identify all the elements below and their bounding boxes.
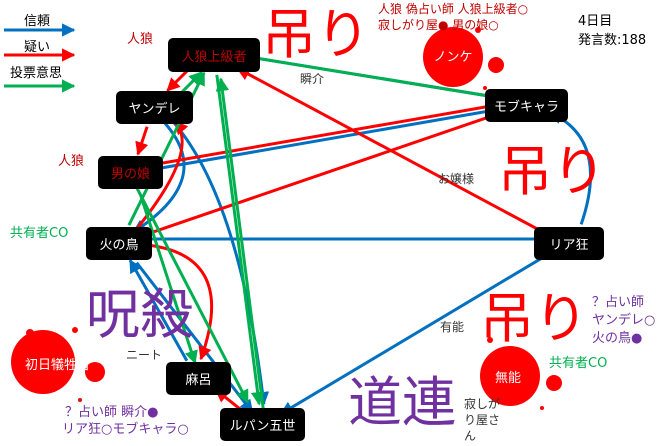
- post-count: 発言数:188: [578, 33, 647, 48]
- node-munou[interactable]: 無能: [494, 370, 521, 386]
- doubt-arrow-mob-to-otokonoko: [146, 102, 501, 171]
- vote-arrow-otokonoko-to-maro: [139, 195, 198, 365]
- trust-arrow-hinotori-to-lupin: [135, 261, 254, 414]
- curse-stamp: 呪殺: [86, 283, 194, 346]
- node-maro[interactable]: 麻呂: [166, 362, 231, 395]
- bottom-left-note-line-1: ？占い師 瞬介●: [65, 405, 159, 420]
- vote-arrow-mob-to-jinro_joukyu: [230, 49, 501, 100]
- top-note: 人狼 偽占い師 人狼上級者○ 寂しがり屋● 男の娘○: [378, 1, 528, 33]
- hang-stamp-2: 吊り: [498, 140, 606, 203]
- node-shonichi[interactable]: 初日犠牲者: [24, 357, 90, 373]
- vote-arrow-lupin-to-jinro_joukyu: [215, 77, 265, 409]
- right-note-line-3: 火の鳥●: [592, 331, 643, 346]
- legend-arrows: [4, 23, 76, 93]
- node-jinro-joukyu[interactable]: 人狼上級者: [168, 38, 260, 72]
- trust-arrow-yandere-to-hinotori: [132, 122, 186, 234]
- trust-arrow-maro-to-hinotori: [128, 259, 189, 362]
- hang-stamp-3: 吊り: [480, 287, 588, 350]
- legend-doubt-label: 疑い: [24, 40, 51, 55]
- yuunou-label: 有能: [440, 320, 465, 334]
- node-hinotori[interactable]: 火の鳥: [86, 227, 152, 260]
- doubt-arrow-riakyo-to-jinro_joukyu: [236, 67, 555, 239]
- vote-arrow-jinro_joukyu-to-lupin: [215, 74, 265, 406]
- niito-label: ニート: [126, 348, 163, 362]
- kyouyu-co-label-1: 共有者CO: [10, 226, 69, 241]
- node-riakyo[interactable]: リア狂: [534, 227, 604, 260]
- node-yandere[interactable]: ヤンデレ: [116, 91, 193, 124]
- node-lupin[interactable]: ルパン五世: [220, 408, 305, 441]
- node-nonke[interactable]: ノンケ: [433, 49, 473, 65]
- node-mob[interactable]: モブキャラ: [485, 89, 568, 122]
- sabishigari-label: 寂しがり屋さん: [464, 397, 501, 443]
- michizure-stamp: 道連: [348, 371, 456, 434]
- legend-vote-label: 投票意思: [10, 66, 63, 81]
- doubt-arrow-hinotori-to-maro: [136, 242, 214, 361]
- top-note-line-2: 寂しがり屋● 男の娘○: [378, 18, 499, 32]
- right-note-line-1: ？占い師: [592, 295, 645, 310]
- kyouyu-co-label-2: 共有者CO: [549, 356, 608, 371]
- shunsuke-label: 瞬介: [300, 72, 325, 86]
- ojousama-label: お嬢様: [438, 172, 475, 186]
- node-otokonoko[interactable]: 男の娘: [98, 156, 163, 189]
- trust-arrow-otokonoko-to-mob: [151, 103, 506, 172]
- right-note: ？占い師 ヤンデレ○ 火の鳥●: [592, 294, 655, 348]
- legend-trust-label: 信頼: [24, 14, 51, 29]
- day-label: 4日目: [578, 14, 613, 29]
- trust-arrow-riakyo-to-lupin: [279, 251, 551, 416]
- bottom-left-note-line-2: リア狂○モブキャラ○: [62, 422, 189, 437]
- top-note-line-1: 人狼 偽占い師 人狼上級者○: [378, 2, 529, 16]
- wolf-label-1: 人狼: [127, 32, 154, 47]
- blood-splatters: [11, 27, 562, 410]
- wolf-label-2: 人狼: [58, 154, 85, 169]
- doubt-arrow-hinotori-to-mob: [139, 108, 507, 238]
- bottom-left-note: ？占い師 瞬介● リア狂○モブキャラ○: [62, 404, 189, 438]
- doubt-arrow-yandere-to-otokonoko: [135, 126, 149, 156]
- game-info: 4日目 発言数:188: [578, 12, 646, 50]
- hang-stamp-1: 吊り: [262, 3, 370, 66]
- right-note-line-2: ヤンデレ○: [592, 313, 656, 328]
